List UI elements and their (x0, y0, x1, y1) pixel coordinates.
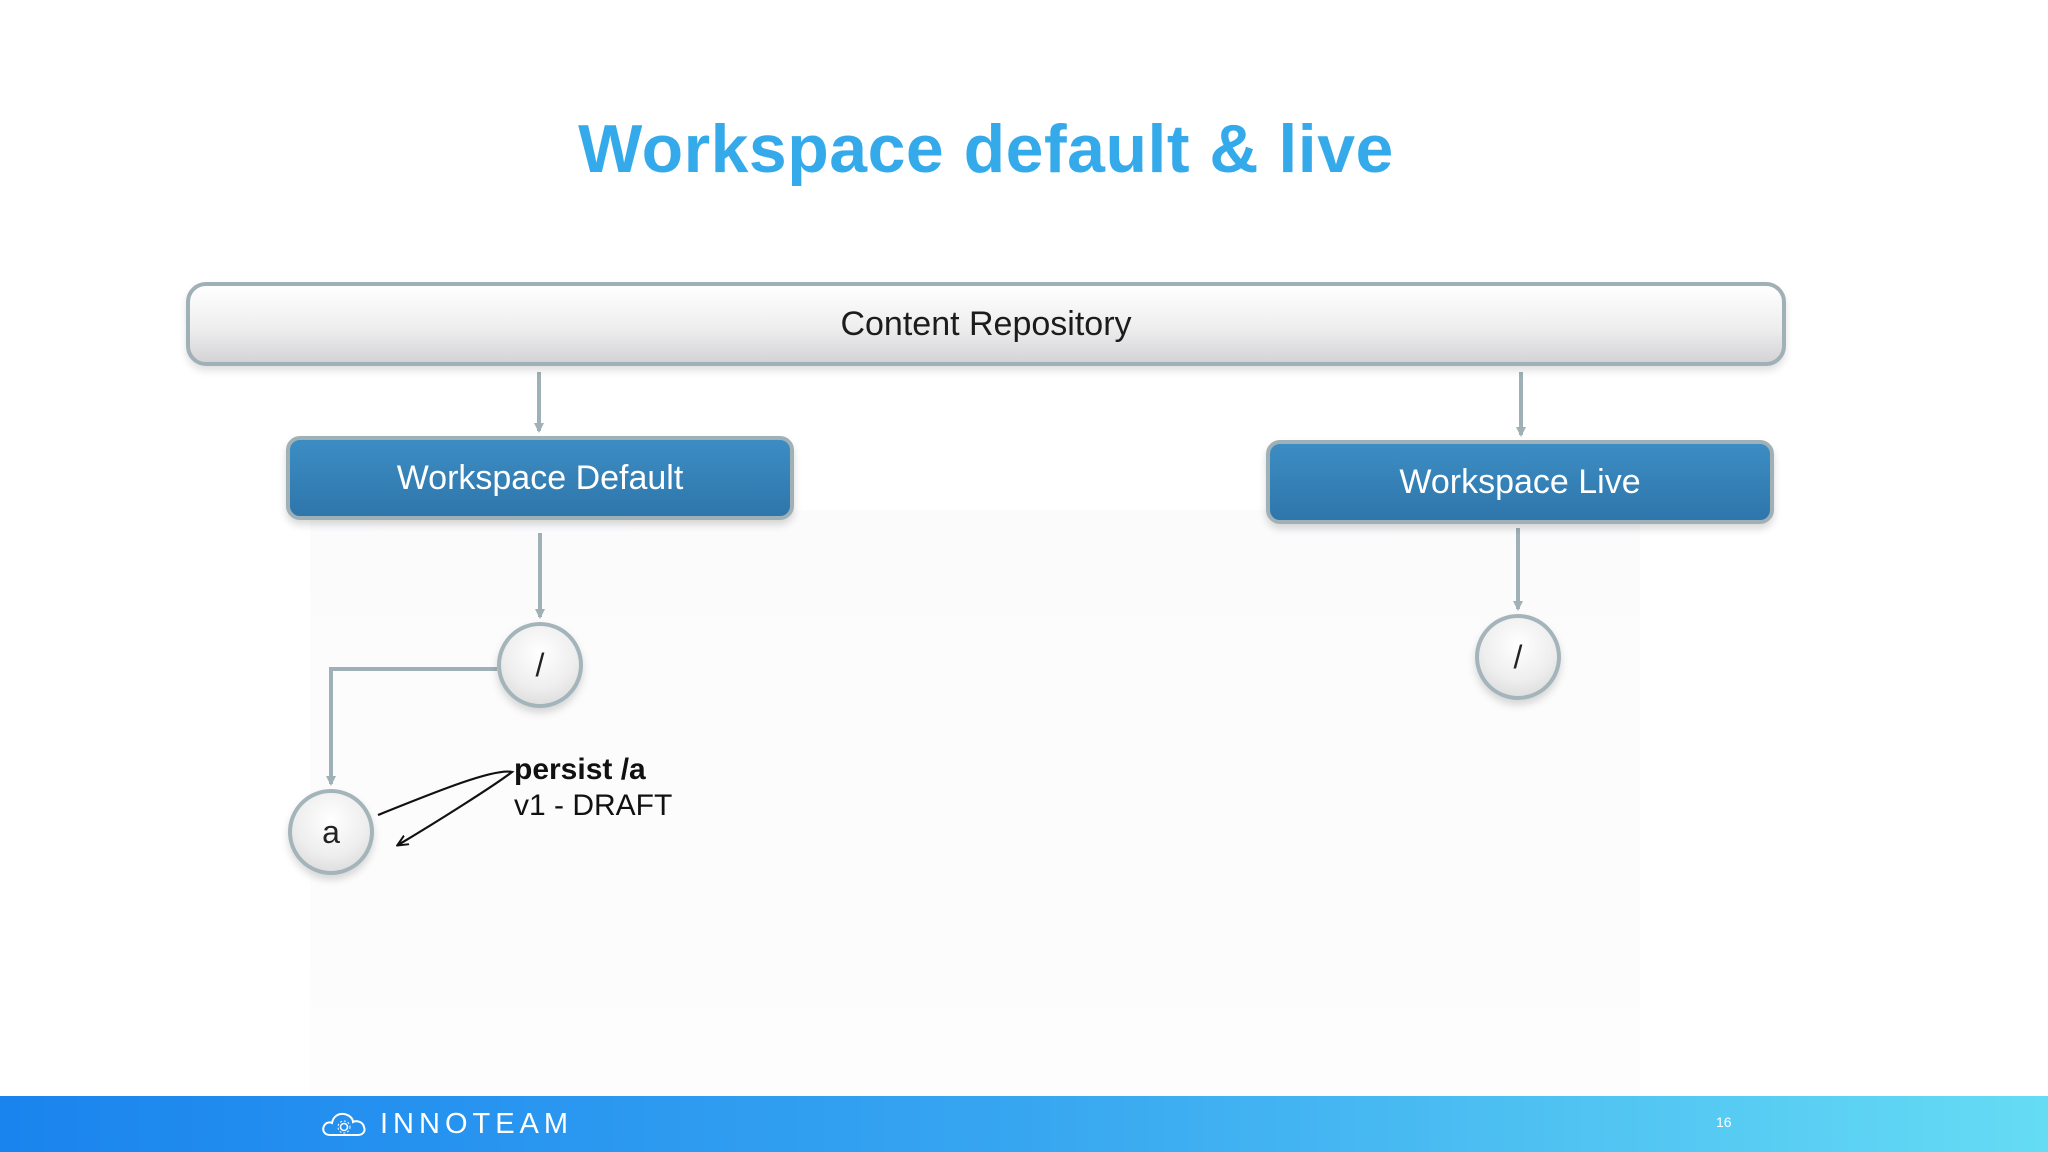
live-root-label: / (1513, 638, 1523, 675)
node-a: a (288, 789, 374, 875)
content-repository-label: Content Repository (840, 304, 1132, 343)
page-number: 16 (1716, 1114, 1732, 1130)
version-label: v1 - DRAFT (514, 789, 673, 822)
live-root-node: / (1475, 614, 1561, 700)
persist-arrow (377, 770, 515, 845)
persist-action-label: persist /a (514, 753, 646, 786)
node-a-label: a (322, 813, 340, 850)
footer-bar: INNOTEAM 16 (0, 1096, 2048, 1152)
diagram-shadow (310, 510, 1640, 1100)
cloud-gear-icon (322, 1112, 366, 1136)
workspace-live-box: Workspace Live (1266, 440, 1774, 524)
brand: INNOTEAM (320, 1108, 573, 1140)
workspace-default-label: Workspace Default (396, 458, 684, 497)
default-root-node: / (497, 622, 583, 708)
brand-name: INNOTEAM (380, 1107, 574, 1140)
workspace-default-box: Workspace Default (286, 436, 794, 520)
workspace-live-label: Workspace Live (1399, 462, 1641, 501)
default-root-label: / (535, 646, 545, 683)
slide-title: Workspace default & live (578, 111, 1394, 187)
content-repository-box: Content Repository (186, 282, 1786, 366)
connector-root-to-a (326, 667, 497, 786)
